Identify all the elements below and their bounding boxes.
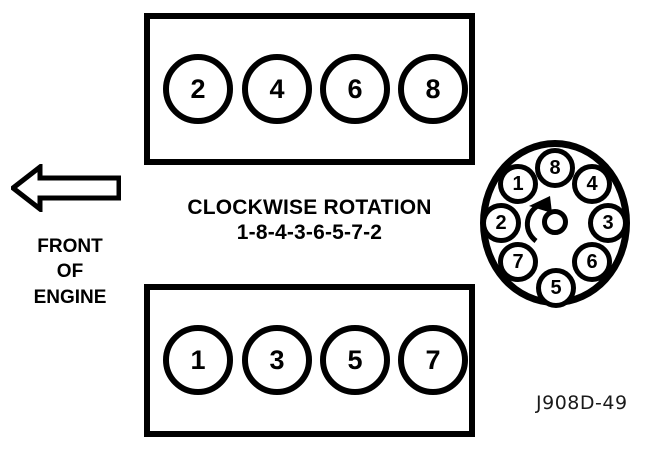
cylinder-circle: 2: [163, 54, 233, 124]
cylinder-circle: 6: [320, 54, 390, 124]
distributor-terminal: 2: [481, 203, 521, 243]
distributor-terminal-number: 6: [586, 251, 598, 273]
distributor-cap: 8 4 3 6 5 7 2 1: [478, 138, 632, 308]
cylinder-number: 6: [347, 73, 363, 104]
distributor-terminal: 6: [572, 242, 612, 282]
distributor-terminal-number: 1: [512, 173, 524, 195]
cylinder-circle: 4: [242, 54, 312, 124]
curved-clockwise-arrow-icon: [524, 196, 552, 243]
rotor-post-icon: [542, 209, 568, 235]
firing-order-label: 1-8-4-3-6-5-7-2: [236, 220, 383, 244]
cylinder-number: 5: [347, 344, 363, 375]
cylinder-number: 4: [269, 73, 285, 104]
distributor-terminal: 5: [536, 268, 576, 308]
distributor-terminal-number: 2: [495, 212, 507, 234]
cylinder-bank-top: 2 4 6 8: [144, 13, 475, 165]
distributor-terminal-number: 3: [602, 212, 614, 234]
distributor-terminal-number: 4: [586, 173, 598, 195]
cylinder-circle: 7: [398, 325, 468, 395]
front-of-engine-label: FRONT OF ENGINE: [0, 234, 140, 310]
distributor-terminal: 4: [572, 164, 612, 204]
distributor-terminal-number: 8: [549, 157, 561, 179]
cylinder-circle: 5: [320, 325, 390, 395]
cylinder-number: 7: [425, 344, 441, 375]
cylinder-circle: 8: [398, 54, 468, 124]
cylinder-number: 1: [190, 344, 206, 375]
cylinder-number: 8: [425, 73, 441, 104]
cylinder-number: 3: [269, 344, 285, 375]
front-of-engine-line-2: OF: [56, 261, 84, 283]
rotation-direction-label: CLOCKWISE ROTATION: [187, 196, 432, 219]
front-of-engine-line-1: FRONT: [37, 236, 103, 257]
distributor-terminal: 3: [588, 203, 628, 243]
cylinder-bank-bottom: 1 3 5 7: [144, 284, 475, 437]
distributor-terminal: 8: [535, 148, 575, 188]
front-of-engine-line-3: ENGINE: [33, 286, 107, 308]
distributor-terminal-number: 7: [512, 251, 524, 273]
left-arrow-outline-icon: [11, 164, 121, 212]
rotation-caption-block: CLOCKWISE ROTATION 1-8-4-3-6-5-7-2: [144, 196, 475, 246]
distributor-terminal-number: 5: [550, 277, 562, 299]
distributor-terminal: 7: [498, 242, 538, 282]
cylinder-number: 2: [190, 73, 206, 104]
distributor-terminal: 1: [498, 164, 538, 204]
cylinder-circle: 1: [163, 325, 233, 395]
figure-id-label: J908D-49: [536, 392, 628, 414]
cylinder-circle: 3: [242, 325, 312, 395]
